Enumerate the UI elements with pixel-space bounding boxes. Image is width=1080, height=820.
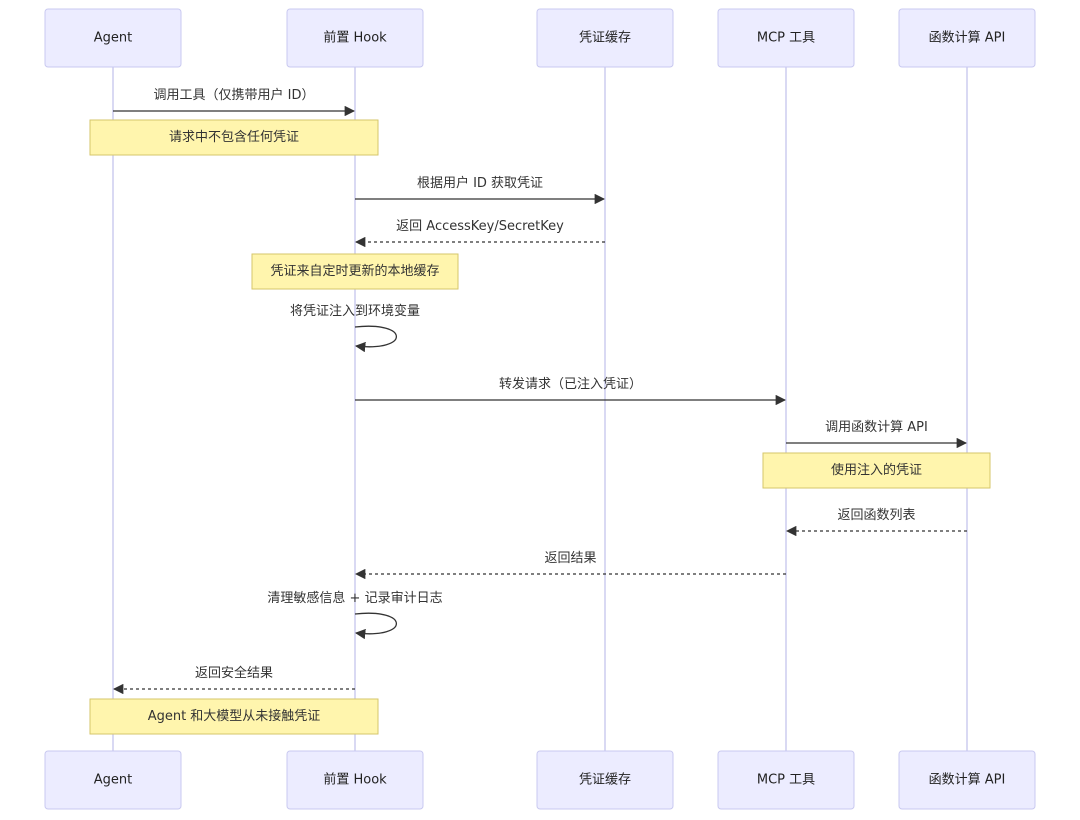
self-loop-label: 将凭证注入到环境变量 [290, 303, 420, 319]
participant-box [286, 8, 424, 68]
participant-label: 凭证缓存 [579, 773, 631, 788]
note-step-1: 请求中不包含任何凭证 [89, 119, 379, 156]
participant-fc-bottom: 函数计算 API [898, 750, 1036, 810]
message-label: 返回安全结果 [195, 665, 273, 681]
message-label: 调用函数计算 API [825, 420, 928, 435]
participant-agent-bottom: Agent [44, 750, 182, 810]
note-box [89, 119, 379, 156]
participant-label: Agent [94, 31, 132, 46]
participant-label: 前置 Hook [323, 30, 387, 46]
message-label: 返回结果 [544, 551, 596, 566]
participant-cache-bottom: 凭证缓存 [536, 750, 674, 810]
self-step-5: 将凭证注入到环境变量 [290, 303, 420, 353]
note-label: 请求中不包含任何凭证 [169, 129, 299, 145]
participant-fc-top: 函数计算 API [898, 8, 1036, 68]
note-label: Agent 和大模型从未接触凭证 [148, 708, 321, 724]
participant-label: 函数计算 API [929, 773, 1006, 788]
note-box [89, 698, 379, 735]
participant-cache-top: 凭证缓存 [536, 8, 674, 68]
participant-box [898, 8, 1036, 68]
participant-box [286, 750, 424, 810]
self-loop-arrow [354, 325, 398, 353]
message-step-10: 返回结果 [354, 551, 786, 580]
message-step-2: 根据用户 ID 获取凭证 [355, 175, 606, 205]
note-step-13: Agent 和大模型从未接触凭证 [89, 698, 379, 735]
participant-box [898, 750, 1036, 810]
participant-hook-top: 前置 Hook [286, 8, 424, 68]
participant-agent-top: Agent [44, 8, 182, 68]
message-step-0: 调用工具（仅携带用户 ID） [113, 87, 356, 117]
note-step-8: 使用注入的凭证 [762, 452, 991, 489]
message-label: 返回 AccessKey/SecretKey [396, 219, 564, 234]
message-label: 调用工具（仅携带用户 ID） [154, 87, 315, 103]
note-box [251, 253, 459, 290]
participant-label: 前置 Hook [323, 772, 387, 788]
self-step-11: 清理敏感信息 + 记录审计日志 [267, 590, 443, 640]
participant-box [536, 8, 674, 68]
participant-label: 函数计算 API [929, 31, 1006, 46]
participant-label: Agent [94, 773, 132, 788]
note-step-4: 凭证来自定时更新的本地缓存 [251, 253, 459, 290]
participant-hook-bottom: 前置 Hook [286, 750, 424, 810]
participant-box [717, 8, 855, 68]
message-label: 转发请求（已注入凭证） [499, 376, 642, 392]
message-step-6: 转发请求（已注入凭证） [355, 376, 787, 406]
participant-box [717, 750, 855, 810]
message-step-3: 返回 AccessKey/SecretKey [354, 219, 605, 248]
participant-mcp-bottom: MCP 工具 [717, 750, 855, 810]
participant-box [44, 750, 182, 810]
participant-mcp-top: MCP 工具 [717, 8, 855, 68]
self-loop-arrow [354, 612, 398, 640]
note-box [762, 452, 991, 489]
participant-label: MCP 工具 [757, 31, 815, 46]
note-label: 使用注入的凭证 [831, 462, 922, 478]
participant-box [536, 750, 674, 810]
participant-label: MCP 工具 [757, 773, 815, 788]
message-step-7: 调用函数计算 API [786, 420, 968, 449]
participant-label: 凭证缓存 [579, 31, 631, 46]
participant-box [44, 8, 182, 68]
message-step-9: 返回函数列表 [785, 508, 967, 537]
message-step-12: 返回安全结果 [112, 665, 355, 695]
message-label: 返回函数列表 [837, 508, 915, 523]
note-label: 凭证来自定时更新的本地缓存 [270, 263, 439, 279]
message-label: 根据用户 ID 获取凭证 [417, 175, 543, 191]
self-loop-label: 清理敏感信息 + 记录审计日志 [267, 590, 442, 606]
